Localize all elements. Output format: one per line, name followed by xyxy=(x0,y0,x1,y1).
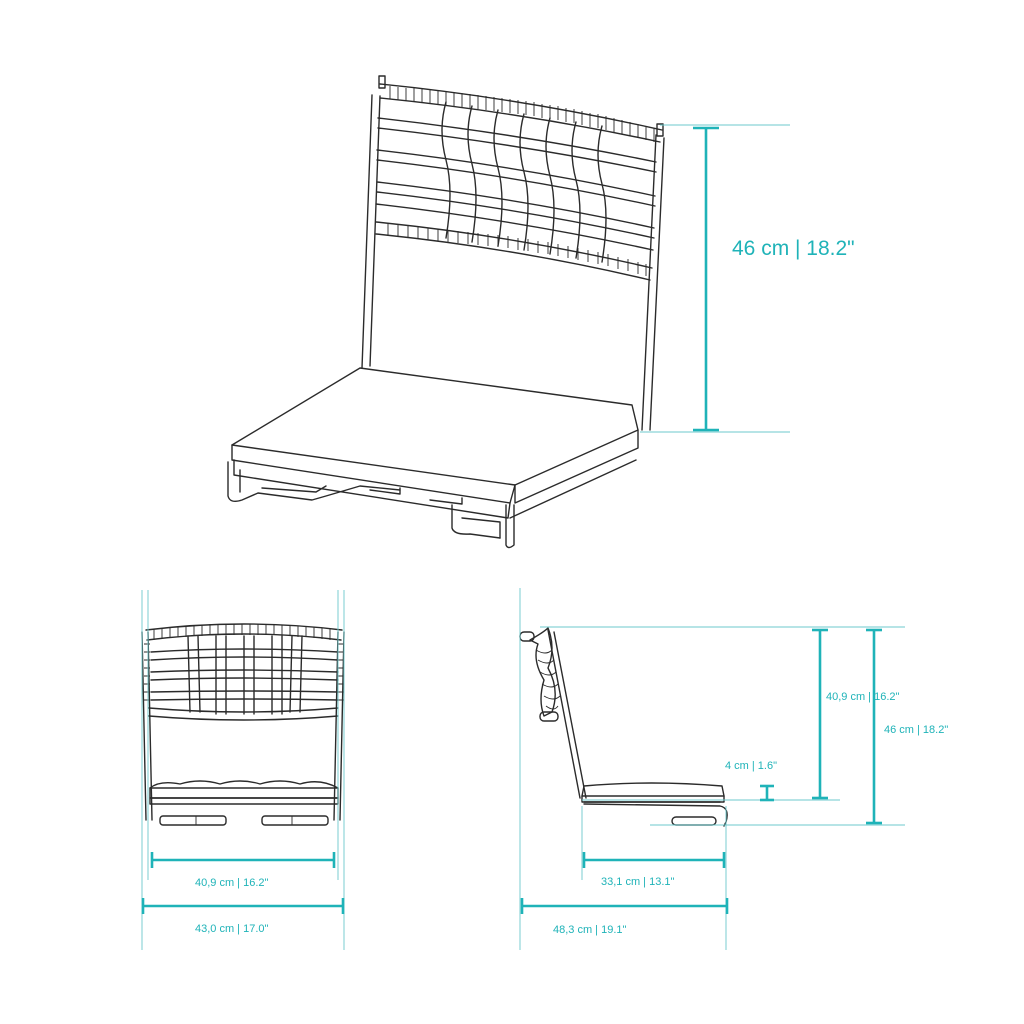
side-seat-depth-label: 33,1 cm | 13.1" xyxy=(601,876,675,888)
side-total-height-label: 46 cm | 18.2" xyxy=(884,724,948,736)
side-seat-thickness-label: 4 cm | 1.6" xyxy=(725,760,777,772)
side-total-depth-label: 48,3 cm | 19.1" xyxy=(553,924,627,936)
front-side-rope xyxy=(144,643,344,701)
front-view-chair xyxy=(141,623,345,826)
perspective-bottom-rope xyxy=(387,224,647,276)
perspective-top-rope xyxy=(389,86,655,142)
front-top-rope xyxy=(153,624,331,640)
perspective-height-dimension: 46 cm | 18.2" xyxy=(640,124,855,433)
front-outer-width-label: 43,0 cm | 17.0" xyxy=(195,923,269,935)
front-inner-width-label: 40,9 cm | 16.2" xyxy=(195,877,269,889)
side-back-height-label: 40,9 cm | 16.2" xyxy=(826,691,900,703)
side-view-chair xyxy=(519,627,728,827)
perspective-height-label: 46 cm | 18.2" xyxy=(732,237,855,260)
perspective-weave-horizontal xyxy=(375,117,657,251)
side-dimensions: 40,9 cm | 16.2" 46 cm | 18.2" 4 cm | 1.6… xyxy=(519,588,948,950)
front-dimensions: 40,9 cm | 16.2" 43,0 cm | 17.0" xyxy=(141,590,345,950)
front-weave xyxy=(150,635,339,715)
perspective-chair xyxy=(227,75,665,549)
